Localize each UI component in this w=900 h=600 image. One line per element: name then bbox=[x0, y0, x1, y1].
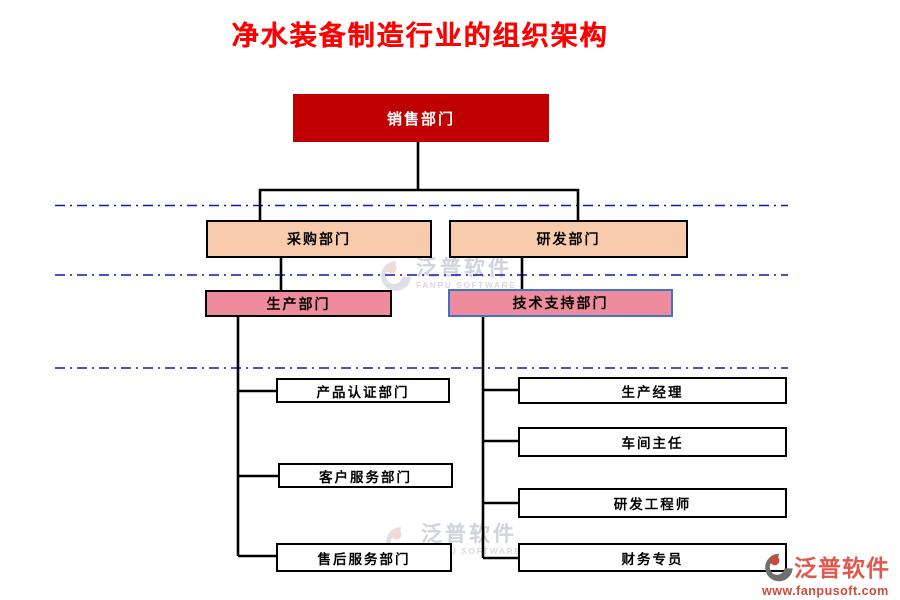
dashed-guide-lines bbox=[55, 204, 788, 369]
org-node-production-dept: 生产部门 bbox=[205, 290, 392, 317]
org-node-rnd-dept: 研发部门 bbox=[449, 220, 688, 258]
fanpu-logo-url: www.fanpusoft.com bbox=[762, 584, 889, 598]
org-node-workshop-director: 车间主任 bbox=[518, 427, 787, 457]
org-node-finance-specialist: 财务专员 bbox=[518, 543, 787, 572]
fanpu-logo-icon bbox=[765, 553, 793, 582]
fanpu-vendor-logo: 泛普软件 www.fanpusoft.com bbox=[762, 551, 896, 598]
watermark-subtitle: FANPU SOFTWARE bbox=[421, 546, 522, 556]
watermark-subtitle: FANPU SOFTWARE bbox=[416, 280, 517, 290]
watermark-center: 泛普软件 FANPU SOFTWARE bbox=[378, 258, 516, 294]
page-title: 净水装备制造行业的组织架构 bbox=[231, 21, 609, 51]
org-node-tech-support-dept: 技术支持部门 bbox=[448, 289, 673, 317]
org-node-after-sales-service-dept: 售后服务部门 bbox=[276, 543, 452, 572]
org-node-rnd-engineer: 研发工程师 bbox=[518, 488, 787, 518]
fanpu-logo-watermark-icon bbox=[381, 261, 411, 291]
tree-connectors bbox=[236, 142, 580, 560]
watermark-name: 泛普软件 bbox=[416, 257, 512, 280]
org-node-product-certification-dept: 产品认证部门 bbox=[276, 378, 450, 403]
org-node-customer-service-dept: 客户服务部门 bbox=[278, 463, 453, 488]
watermark-name: 泛普软件 bbox=[421, 523, 517, 546]
fanpu-logo-name: 泛普软件 bbox=[794, 554, 890, 581]
org-node-production-manager: 生产经理 bbox=[518, 377, 787, 404]
org-node-sales-dept: 销售部门 bbox=[293, 94, 549, 142]
org-node-procurement-dept: 采购部门 bbox=[206, 220, 432, 258]
